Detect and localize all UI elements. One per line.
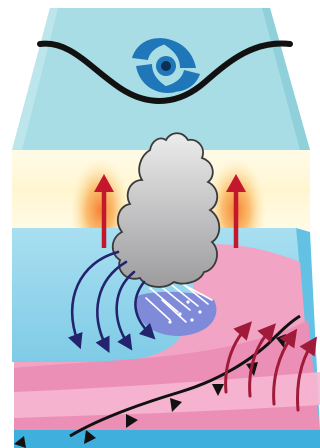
upper-atmosphere-panel xyxy=(12,8,310,150)
ocean-front-edge xyxy=(0,362,14,448)
